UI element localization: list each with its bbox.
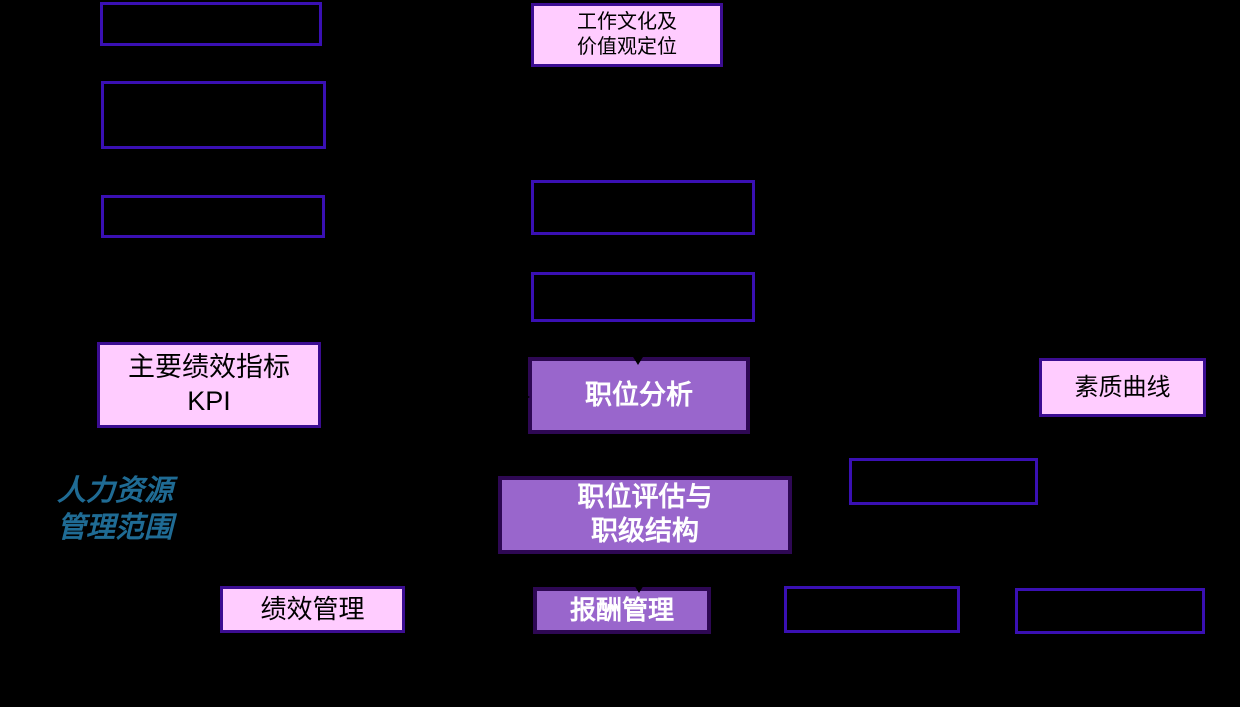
kpi-line2: KPI: [187, 386, 231, 416]
work-culture-box: 工作文化及 价值观定位: [531, 3, 723, 67]
job-evaluation-line2: 职级结构: [591, 516, 699, 546]
empty-box-center-1: [531, 180, 755, 235]
job-evaluation-box: 职位评估与 职级结构: [498, 476, 792, 554]
empty-box-right: [849, 458, 1038, 505]
work-culture-line2: 价值观定位: [577, 36, 677, 58]
side-label-line2: 管理范围: [57, 510, 174, 544]
compensation-mgmt-box: 报酬管理: [533, 587, 711, 634]
performance-mgmt-label: 绩效管理: [260, 594, 365, 625]
empty-box-left-3: [101, 195, 325, 238]
job-analysis-box: 职位分析: [528, 357, 750, 434]
empty-box-top-left: [100, 2, 322, 46]
empty-box-bottom-1: [784, 586, 960, 633]
kpi-box: 主要绩效指标 KPI: [97, 342, 321, 428]
connector-arrowhead-down-compensation-icon: [631, 580, 647, 593]
hr-scope-side-label: 人力资源 管理范围: [57, 472, 173, 546]
connector-arrowhead-down-job-analysis-icon: [630, 352, 646, 365]
performance-mgmt-box: 绩效管理: [220, 586, 405, 633]
quality-curve-label: 素质曲线: [1074, 373, 1171, 401]
empty-box-center-2: [531, 272, 755, 322]
job-analysis-label: 职位分析: [585, 379, 693, 410]
empty-box-left-2: [101, 81, 326, 149]
job-evaluation-line1: 职位评估与: [577, 482, 713, 513]
compensation-mgmt-label: 报酬管理: [569, 595, 674, 626]
empty-box-bottom-2: [1015, 588, 1205, 634]
connector-arrowhead-right-job-analysis-icon: [517, 390, 530, 404]
kpi-line1: 主要绩效指标: [128, 352, 290, 383]
work-culture-line1: 工作文化及: [577, 11, 677, 33]
quality-curve-box: 素质曲线: [1039, 358, 1206, 417]
side-label-line1: 人力资源: [57, 473, 174, 507]
